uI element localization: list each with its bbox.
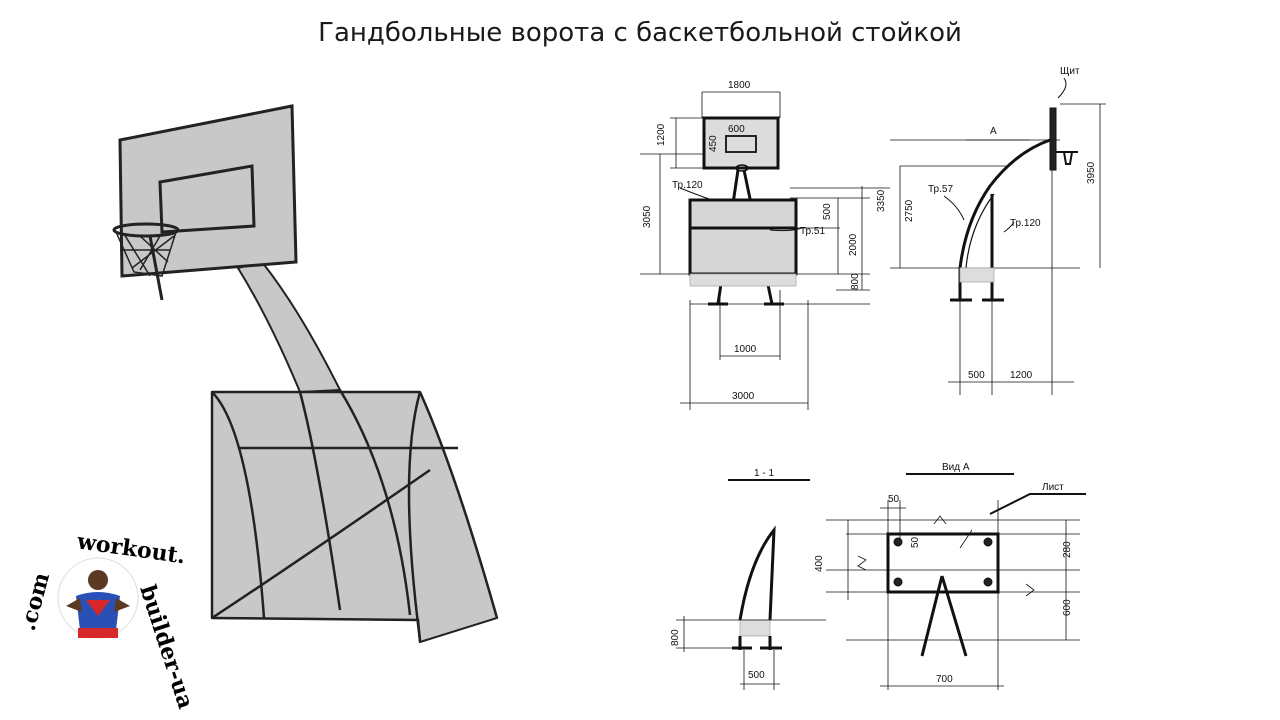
view-dim-50-side: 50: [910, 536, 921, 548]
front-view-drawing: [640, 91, 890, 410]
shield-label: Щит: [1060, 66, 1080, 77]
dim-1800: 1800: [728, 80, 751, 91]
pipe-120-label: Тр.120: [672, 180, 703, 191]
front-view-labels: 1800 1200 600 450 Тр.120 Тр.51 3050 500 …: [642, 80, 887, 402]
side-pipe-120-label: Тр.120: [1010, 218, 1041, 229]
side-dim-1200: 1200: [1010, 370, 1033, 381]
dim-3350: 3350: [876, 189, 887, 212]
side-view-labels: Щит А Тр.57 Тр.120 2750 3950 500 1200: [904, 66, 1097, 381]
page-title: Гандбольные ворота с баскетбольной стойк…: [318, 18, 962, 48]
view-dim-700: 700: [936, 674, 953, 685]
section-a-label: А: [990, 126, 997, 137]
sheet-label: Лист: [1042, 482, 1064, 493]
dim-3000: 3000: [732, 391, 755, 402]
section-1-1-label: 1 - 1: [754, 468, 774, 479]
logo-right-text: builder-ua: [134, 582, 198, 712]
view-a-drawing: [826, 473, 1086, 690]
dim-3950: 3950: [1086, 161, 1097, 184]
logo: workout. builder-ua .com: [15, 528, 199, 712]
goal-frame-lines: [210, 389, 499, 643]
side-view-drawing: [890, 77, 1106, 395]
dim-1000: 1000: [734, 344, 757, 355]
section-dim-800: 800: [670, 629, 681, 646]
sketch-illustration: [112, 104, 499, 644]
view-dim-400: 400: [814, 555, 825, 572]
dim-3050: 3050: [642, 205, 653, 228]
dim-2000: 2000: [848, 233, 859, 256]
view-a-label: Вид А: [942, 462, 970, 473]
hoop-rim: [112, 222, 180, 238]
view-a-labels: Вид А Лист 50 50 400 280 600 700: [814, 462, 1073, 685]
support-arm: [236, 260, 342, 394]
view-dim-600: 600: [1062, 599, 1073, 616]
logo-left-text: .com: [15, 570, 55, 634]
side-dim-500: 500: [968, 370, 985, 381]
section-1-1-labels: 1 - 1 800 500: [670, 468, 774, 681]
dim-800: 800: [850, 273, 861, 290]
board-inner-side-label: 450: [708, 135, 719, 152]
backboard-target: [158, 164, 256, 234]
section-1-1-drawing: [676, 479, 826, 690]
view-dim-50-top: 50: [888, 494, 900, 505]
dim-500: 500: [822, 203, 833, 220]
pipe-51-label: Тр.51: [800, 226, 825, 237]
dim-1200: 1200: [656, 123, 667, 146]
goal-net: [211, 391, 499, 644]
pipe-57-label: Тр.57: [928, 184, 953, 195]
section-dim-500: 500: [748, 670, 765, 681]
hoop-net: [115, 231, 177, 277]
logo-figure-head: [88, 570, 108, 590]
board-inner-label: 600: [728, 124, 745, 135]
view-dim-280: 280: [1062, 541, 1073, 558]
arm-pole: [148, 235, 164, 301]
dim-2750: 2750: [904, 199, 915, 222]
